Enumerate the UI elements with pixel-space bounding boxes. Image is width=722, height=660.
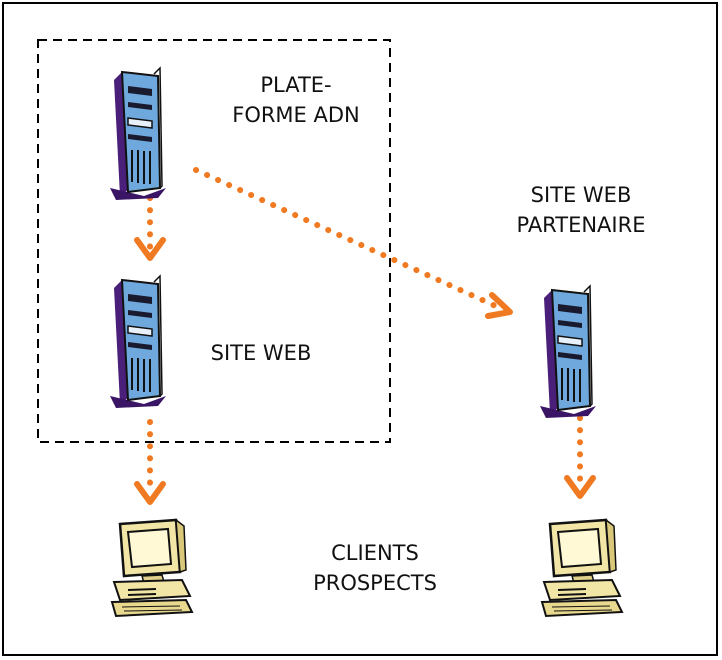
group-boundary bbox=[37, 39, 391, 443]
node-label-plateforme: PLATE- FORME ADN bbox=[232, 73, 360, 127]
desktop-computer-icon bbox=[110, 518, 194, 618]
node-label-clients: CLIENTS PROSPECTS bbox=[313, 541, 437, 595]
arrow-plateforme-to-site-web bbox=[134, 195, 166, 261]
arrow-plateforme-to-site-partenaire bbox=[193, 167, 513, 319]
arrow-site-web-to-clients bbox=[134, 419, 166, 505]
server-tower-icon bbox=[109, 67, 167, 201]
node-label-site-web: SITE WEB bbox=[210, 341, 312, 365]
node-label-site-partenaire: SITE WEB PARTENAIRE bbox=[516, 183, 646, 237]
server-tower-icon bbox=[109, 275, 167, 409]
desktop-computer-icon bbox=[540, 518, 624, 618]
server-tower-icon bbox=[539, 285, 597, 419]
arrow-site-partenaire-to-clients bbox=[564, 415, 596, 499]
